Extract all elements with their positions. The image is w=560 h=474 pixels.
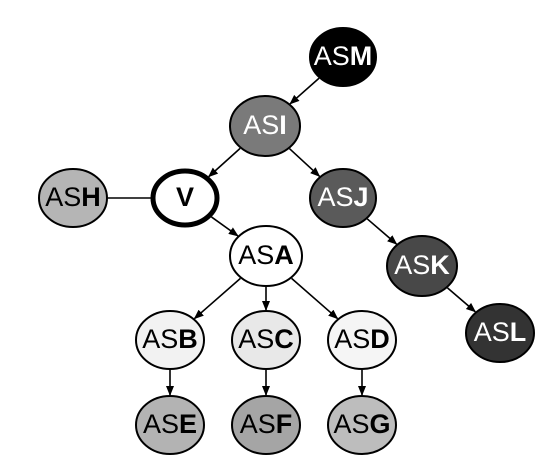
node-asa-ellipse — [229, 225, 303, 287]
node-v-label: V — [176, 182, 194, 212]
node-ask-ellipse — [386, 235, 458, 297]
node-asb-ellipse — [135, 310, 205, 370]
node-ase-ellipse — [135, 395, 205, 455]
node-asf-label: ASF — [240, 409, 293, 439]
node-label-prefix: AS — [142, 324, 178, 354]
node-asc-ellipse — [231, 310, 301, 370]
node-asf-ellipse — [231, 395, 301, 455]
node-asi: ASI — [229, 95, 301, 157]
node-label-prefix: AS — [333, 409, 369, 439]
node-ash: ASH — [38, 168, 108, 228]
node-label-suffix: V — [176, 182, 194, 212]
node-label-prefix: AS — [314, 41, 350, 71]
node-label-suffix: H — [81, 182, 101, 212]
node-asl: ASL — [465, 303, 535, 363]
edge-asm-to-asi — [289, 77, 320, 105]
node-label-suffix: K — [430, 250, 450, 280]
edge-asj-to-ask — [366, 218, 398, 245]
node-asm-label: ASM — [314, 41, 373, 71]
edge-ask-to-asl — [446, 287, 477, 313]
node-asg-ellipse — [327, 395, 397, 455]
node-asg-label: ASG — [333, 409, 390, 439]
node-asi-ellipse — [229, 95, 301, 157]
node-ash-ellipse — [38, 168, 108, 228]
node-label-suffix: G — [370, 409, 391, 439]
node-label-suffix: E — [179, 409, 197, 439]
node-label-prefix: AS — [394, 250, 430, 280]
node-label-prefix: AS — [317, 182, 353, 212]
node-asi-label: ASI — [243, 110, 287, 140]
node-label-suffix: L — [510, 317, 527, 347]
edge-asi-to-v — [208, 147, 241, 178]
node-label-prefix: AS — [243, 110, 279, 140]
node-ase: ASE — [135, 395, 205, 455]
node-label-prefix: AS — [45, 182, 81, 212]
edge-asa-to-asd — [291, 277, 339, 320]
node-asa: ASA — [229, 225, 303, 287]
node-v: V — [150, 168, 220, 228]
node-asl-ellipse — [465, 303, 535, 363]
node-ash-label: ASH — [45, 182, 101, 212]
node-asm-ellipse — [309, 27, 377, 87]
node-asd-ellipse — [327, 310, 397, 370]
node-label-suffix: B — [178, 324, 198, 354]
node-asb-label: ASB — [142, 324, 198, 354]
edges-layer — [108, 77, 477, 396]
node-label-prefix: AS — [334, 324, 370, 354]
node-label-prefix: AS — [143, 409, 179, 439]
node-asj: ASJ — [309, 168, 377, 228]
node-asj-ellipse — [309, 168, 377, 228]
node-asj-label: ASJ — [317, 182, 368, 212]
edge-asi-to-asj — [289, 148, 321, 177]
node-v-ellipse — [150, 168, 220, 228]
node-asa-label: ASA — [238, 240, 294, 270]
node-label-prefix: AS — [240, 409, 276, 439]
node-label-suffix: A — [274, 240, 294, 270]
node-label-suffix: C — [274, 324, 294, 354]
node-asf: ASF — [231, 395, 301, 455]
node-label-suffix: D — [370, 324, 390, 354]
node-ask-label: ASK — [394, 250, 450, 280]
node-asc: ASC — [231, 310, 301, 370]
node-ase-label: ASE — [143, 409, 197, 439]
node-label-prefix: AS — [474, 317, 510, 347]
node-asd: ASD — [327, 310, 397, 370]
edge-v-to-asa — [210, 216, 239, 237]
node-asl-label: ASL — [474, 317, 527, 347]
node-label-prefix: AS — [238, 324, 274, 354]
edge-asa-to-asb — [193, 277, 241, 320]
node-label-suffix: M — [350, 41, 373, 71]
node-asb: ASB — [135, 310, 205, 370]
node-ask: ASK — [386, 235, 458, 297]
node-asg: ASG — [327, 395, 397, 455]
node-asm: ASM — [309, 27, 377, 87]
node-label-suffix: F — [276, 409, 293, 439]
node-label-prefix: AS — [238, 240, 274, 270]
node-label-suffix: J — [354, 182, 369, 212]
node-asc-label: ASC — [238, 324, 294, 354]
node-asd-label: ASD — [334, 324, 390, 354]
node-label-suffix: I — [279, 110, 287, 140]
